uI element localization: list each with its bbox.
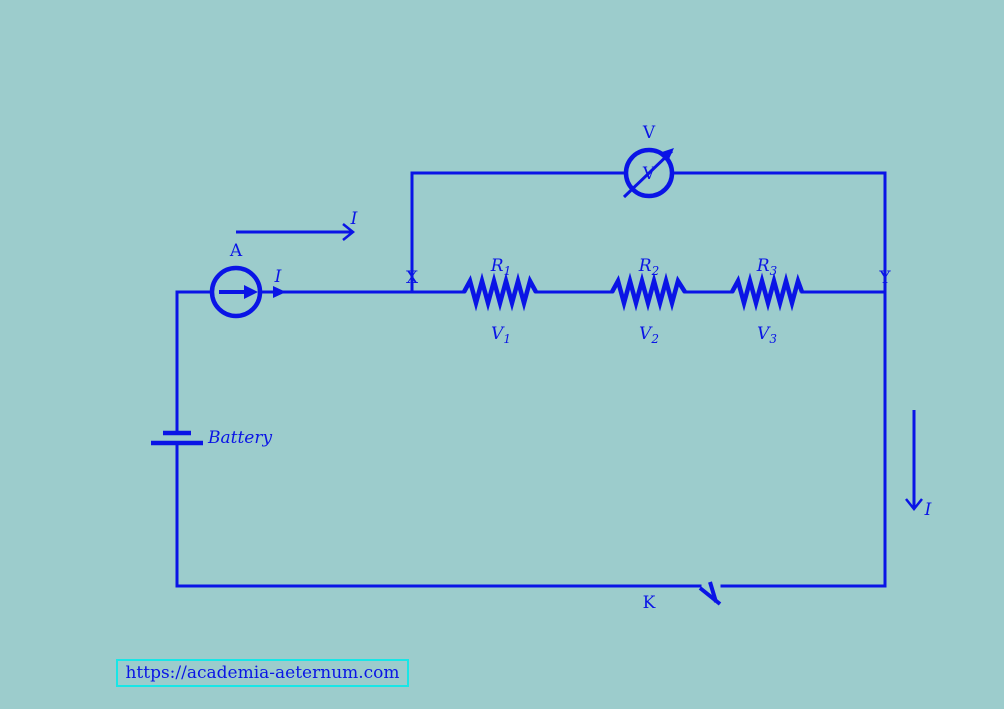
resistor-r2-zigzag [610, 272, 687, 312]
voltmeter-needle [622, 149, 674, 199]
voltage-v2-label: V2 [639, 324, 659, 346]
switch-k: K [643, 581, 722, 613]
voltmeter-inner-label: V [642, 164, 656, 184]
switch-contact [708, 581, 718, 603]
circuit-wires [175, 171, 887, 588]
ammeter-label: A [229, 241, 243, 261]
voltage-v1-label: V1 [491, 324, 511, 346]
resistor-r3: R3 V3 [730, 256, 805, 346]
resistor-r1: R1 V1 [462, 256, 538, 346]
current-arrow-right: I [905, 410, 932, 520]
current-arrow-top: I [236, 209, 358, 241]
resistor-r1-zigzag [462, 272, 538, 312]
voltmeter-needle-head [662, 148, 674, 159]
voltmeter: V V [622, 123, 675, 199]
current-label-ammeter: I [274, 267, 282, 287]
current-label-top: I [350, 209, 358, 229]
resistor-r2-label: R2 [638, 256, 659, 278]
ammeter-circle [209, 265, 263, 319]
voltage-v3-label: V3 [757, 324, 777, 346]
current-arrow-ammeter-icon [273, 286, 286, 298]
ammeter: A I [209, 241, 286, 319]
battery: Battery [151, 428, 272, 448]
source-url-link[interactable]: https://academia-aeternum.com [116, 659, 409, 687]
node-x-label: X [406, 268, 419, 288]
resistor-r3-zigzag [730, 272, 805, 312]
current-label-right: I [924, 500, 932, 520]
resistor-r2: R2 V2 [610, 256, 687, 346]
node-y-label: Y [878, 268, 891, 288]
switch-label: K [643, 593, 656, 613]
ammeter-arrow-head [244, 285, 258, 299]
resistor-r1-label: R1 [490, 256, 511, 278]
resistor-r3-label: R3 [756, 256, 778, 278]
battery-label: Battery [207, 428, 272, 448]
current-arrow-right-icon [905, 498, 923, 512]
current-arrow-top-icon [342, 223, 356, 241]
voltmeter-circle [623, 147, 675, 199]
voltmeter-top-label: V [642, 123, 656, 143]
